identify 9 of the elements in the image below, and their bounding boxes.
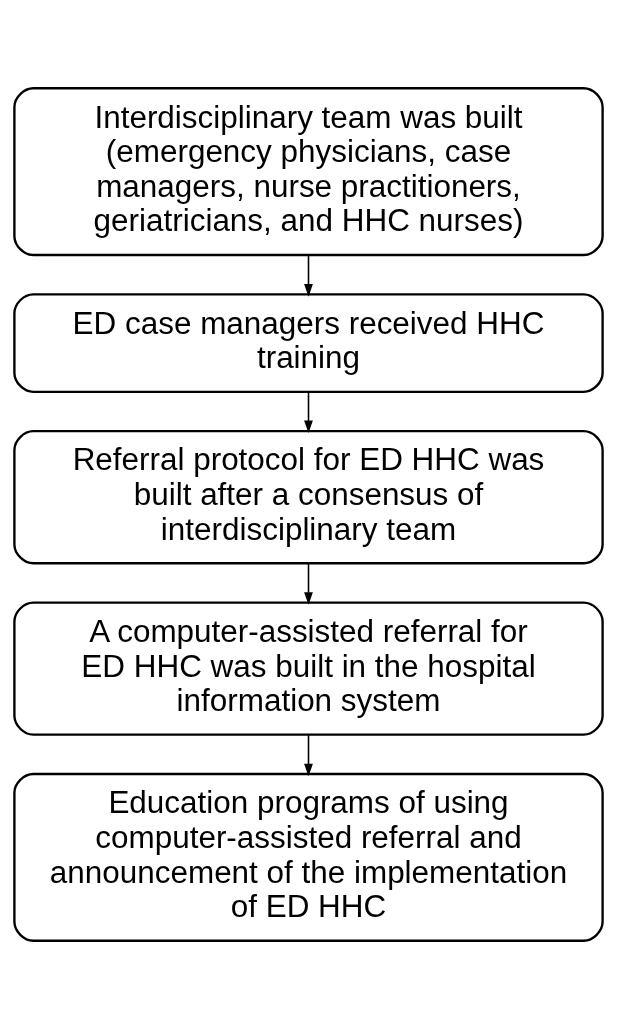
node-box: Interdisciplinary team was built (emergency physicians, case managers, nurse practitioners, geriatricians, and HHC nurses) [13, 86, 604, 256]
node-box: A computer-assisted referral for ED HHC was built in the hospital information system [13, 600, 604, 736]
node-box: ED case managers received HHC training [13, 292, 604, 393]
arrow [304, 733, 313, 776]
arrow [304, 254, 313, 297]
arrow [304, 562, 313, 605]
node-box: Referral protocol for ED HHC was built after a consensus of interdisciplinary team [13, 429, 604, 564]
node-box: Education programs of using computer-assisted referral and announcement of the implementation of ED HHC [13, 772, 604, 942]
arrow [304, 390, 313, 433]
